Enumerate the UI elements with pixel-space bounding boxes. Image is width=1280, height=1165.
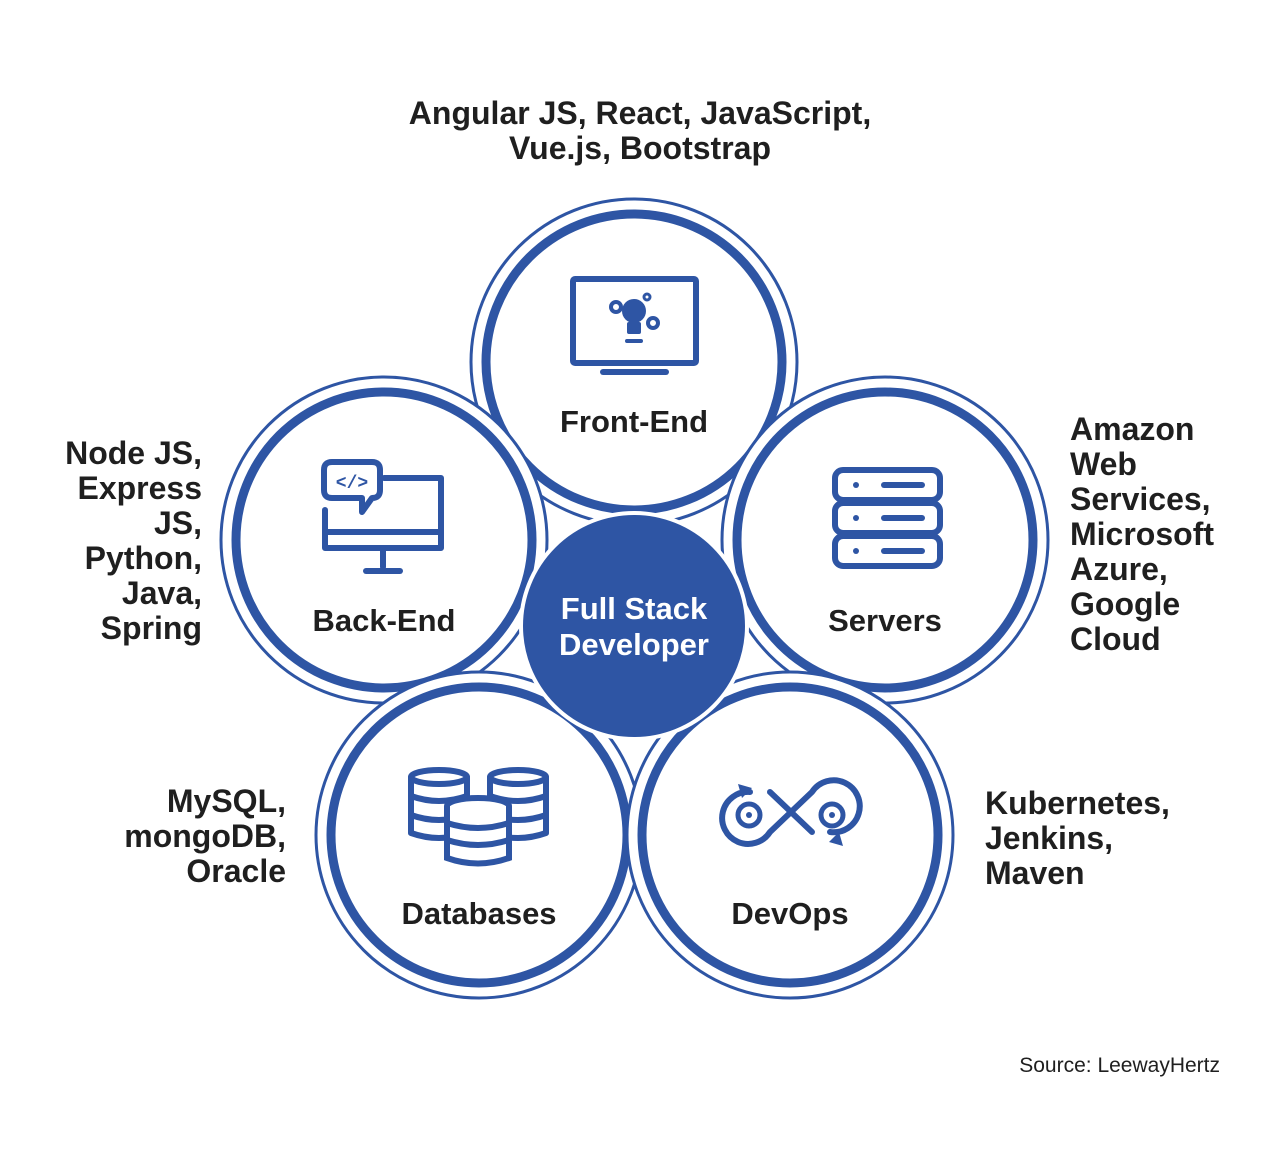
frontend-label: Front-End bbox=[560, 404, 708, 439]
backend-node: </> Back-End bbox=[219, 375, 549, 705]
databases-label: Databases bbox=[401, 896, 556, 931]
frontend-technologies: Angular JS, React, JavaScript, Vue.js, B… bbox=[408, 95, 872, 166]
server-stack-icon bbox=[832, 467, 943, 569]
database-cylinders-icon bbox=[408, 767, 549, 867]
center-label-line2: Developer bbox=[559, 627, 709, 662]
center-node: Full Stack Developer bbox=[519, 511, 749, 741]
servers-node: Servers bbox=[720, 375, 1050, 705]
databases-node: Databases bbox=[314, 670, 644, 1000]
devops-label: DevOps bbox=[731, 896, 848, 931]
servers-technologies: Amazon Web Services, Microsoft Azure, Go… bbox=[1070, 411, 1214, 657]
monitor-code-bubble-icon: </> bbox=[321, 459, 444, 574]
center-label-line1: Full Stack bbox=[561, 591, 708, 626]
databases-technologies: MySQL, mongoDB, Oracle bbox=[124, 783, 286, 889]
frontend-node: Front-End bbox=[469, 197, 799, 527]
monitor-lightbulb-gears-icon bbox=[570, 276, 699, 375]
devops-node: DevOps bbox=[625, 670, 955, 1000]
backend-technologies: Node JS, Express JS, Python, Java, Sprin… bbox=[65, 435, 202, 646]
devops-technologies: Kubernetes, Jenkins, Maven bbox=[985, 785, 1170, 891]
svg-text:</>: </> bbox=[336, 474, 368, 494]
servers-label: Servers bbox=[828, 603, 942, 638]
backend-label: Back-End bbox=[313, 603, 456, 638]
source-credit: Source: LeewayHertz bbox=[1019, 1054, 1220, 1077]
devops-infinity-gears-icon bbox=[719, 777, 863, 847]
